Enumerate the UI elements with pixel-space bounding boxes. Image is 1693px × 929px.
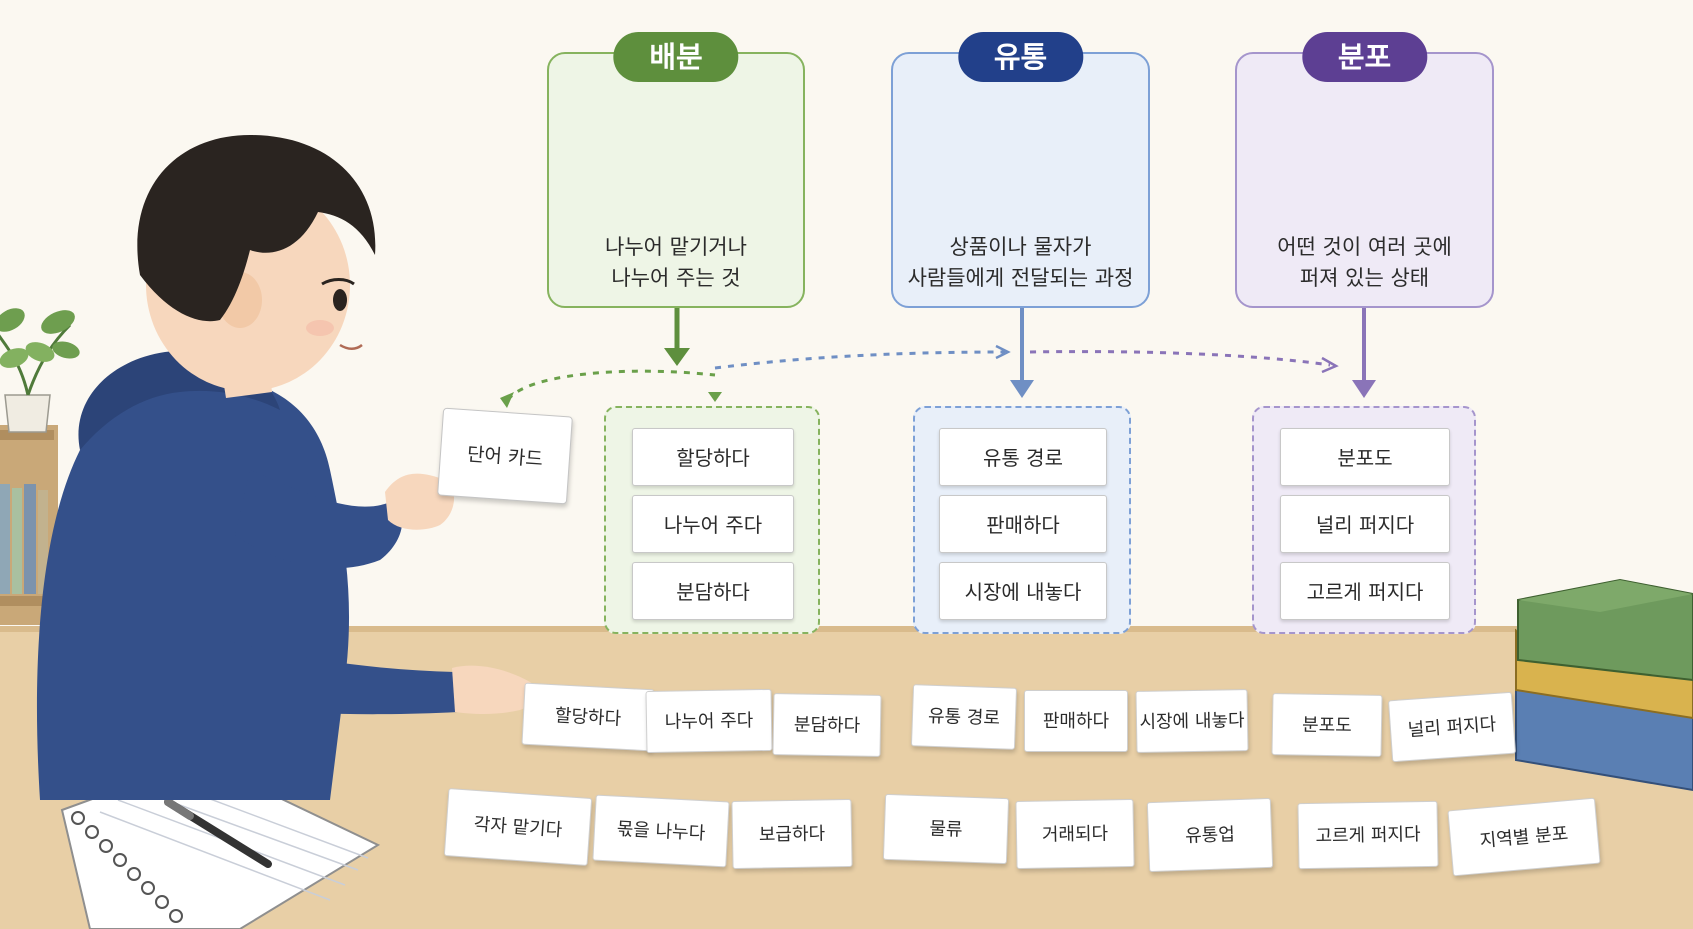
table-card[interactable]: 고르게 퍼지다: [1297, 800, 1439, 870]
table-card[interactable]: 판매하다: [1024, 690, 1128, 752]
category-title: 배분: [613, 32, 739, 82]
sorted-card[interactable]: 분담하다: [632, 562, 794, 620]
sorted-card[interactable]: 분포도: [1280, 428, 1450, 486]
category-description: 나누어 맡기거나 나누어 주는 것: [605, 235, 747, 290]
table-card[interactable]: 각자 맡기다: [443, 788, 593, 866]
table-card[interactable]: 지역별 분포: [1447, 797, 1601, 877]
sorted-card[interactable]: 시장에 내놓다: [939, 562, 1107, 620]
category-arrows: [664, 308, 1376, 398]
table-card[interactable]: 시장에 내놓다: [1135, 689, 1249, 753]
sorted-card[interactable]: 할당하다: [632, 428, 794, 486]
table-card[interactable]: 널리 퍼지다: [1387, 691, 1517, 763]
sorted-group-분포: 분포도 널리 퍼지다 고르게 퍼지다: [1252, 406, 1476, 634]
table-card[interactable]: 분포도: [1271, 693, 1383, 757]
category-panel-유통: 유통 상품이나 물자가 사람들에게 전달되는 과정: [891, 32, 1150, 308]
table-card[interactable]: 보급하다: [731, 798, 853, 870]
sorting-path-arrows: [506, 350, 1331, 401]
category-title: 유통: [957, 32, 1084, 82]
sorted-card[interactable]: 판매하다: [939, 495, 1107, 553]
table-card[interactable]: 유통 경로: [910, 684, 1018, 750]
category-title: 분포: [1301, 32, 1428, 82]
category-panel-분포: 분포 어떤 것이 여러 곳에 퍼져 있는 상태: [1235, 32, 1494, 308]
table-card[interactable]: 유통업: [1146, 797, 1274, 873]
category-panel-배분: 배분 나누어 맡기거나 나누어 주는 것: [547, 32, 805, 308]
sorted-group-배분: 할당하다 나누어 주다 분담하다: [604, 406, 820, 634]
table-card[interactable]: 물류: [882, 793, 1010, 865]
category-description: 어떤 것이 여러 곳에 퍼져 있는 상태: [1277, 235, 1452, 290]
table-card[interactable]: 나누어 주다: [645, 688, 773, 754]
table-card[interactable]: 거래되다: [1015, 798, 1135, 870]
table-card[interactable]: 몫을 나누다: [592, 794, 730, 868]
sorted-group-유통: 유통 경로 판매하다 시장에 내놓다: [913, 406, 1131, 634]
sorted-card[interactable]: 유통 경로: [939, 428, 1107, 486]
held-word-card[interactable]: 단어 카드: [437, 407, 573, 505]
sorted-card[interactable]: 널리 퍼지다: [1280, 495, 1450, 553]
table-card[interactable]: 할당하다: [521, 682, 655, 752]
potted-plant: [0, 308, 80, 433]
table-card[interactable]: 분담하다: [772, 693, 882, 757]
book-stack: [1515, 578, 1693, 792]
sorted-card[interactable]: 고르게 퍼지다: [1280, 562, 1450, 620]
student-figure: [36, 135, 535, 800]
sorted-card[interactable]: 나누어 주다: [632, 495, 794, 553]
category-description: 상품이나 물자가 사람들에게 전달되는 과정: [907, 235, 1134, 290]
